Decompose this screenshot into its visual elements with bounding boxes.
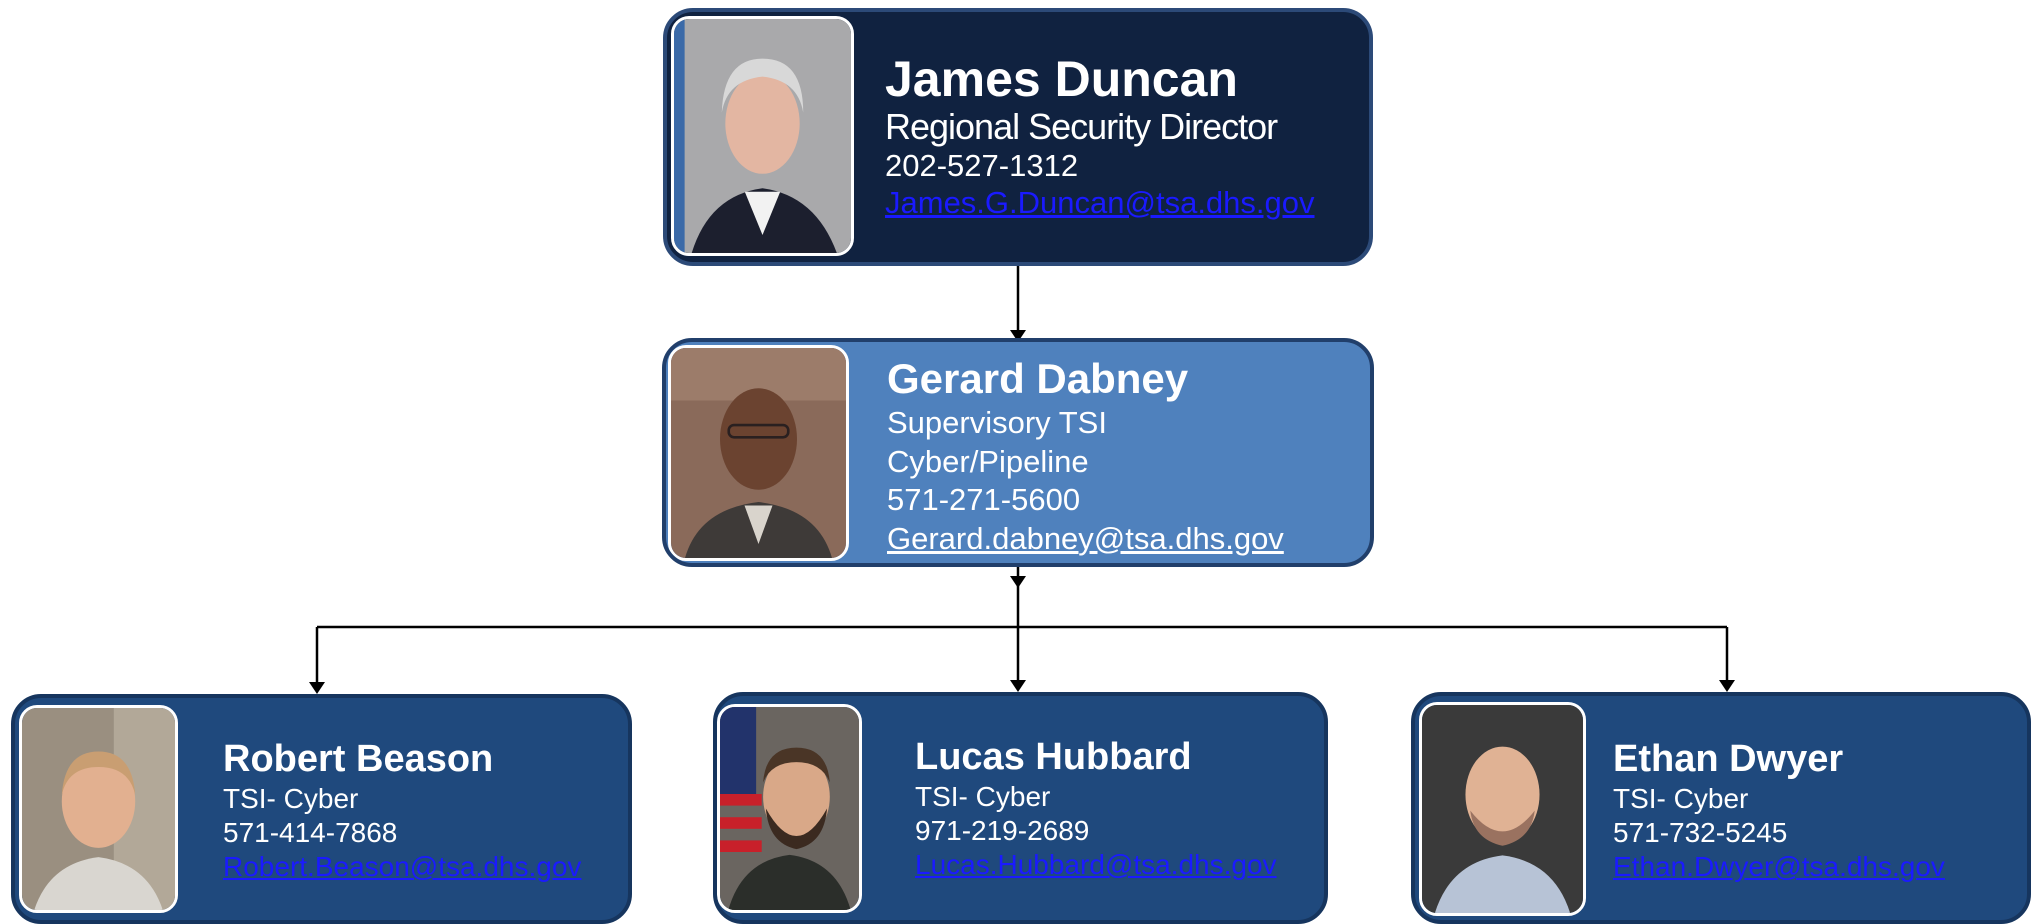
staff-email-link[interactable]: Lucas.Hubbard@tsa.dhs.gov bbox=[915, 849, 1277, 880]
arrowhead-supervisor-from-trunk bbox=[1010, 576, 1026, 588]
director-title: Regional Security Director bbox=[885, 106, 1278, 147]
supervisor-photo bbox=[668, 345, 849, 561]
arrowhead-lucas bbox=[1010, 680, 1026, 692]
staff-phone: 571-732-5245 bbox=[1613, 817, 1788, 848]
staff-name: Ethan Dwyer bbox=[1613, 738, 1844, 780]
staff-photo-ethan-dwyer bbox=[1419, 702, 1586, 916]
staff-email-link[interactable]: Ethan.Dwyer@tsa.dhs.gov bbox=[1613, 851, 1945, 882]
supervisor-card: Gerard Dabney Supervisory TSI Cyber/Pipe… bbox=[662, 338, 1374, 567]
staff-info-robert-beason: Robert Beason TSI- Cyber 571-414-7868 Ro… bbox=[223, 736, 581, 884]
staff-phone: 571-414-7868 bbox=[223, 817, 398, 848]
staff-photo-robert-beason bbox=[19, 705, 178, 913]
arrowhead-ethan bbox=[1719, 680, 1735, 692]
staff-title: TSI- Cyber bbox=[915, 781, 1051, 812]
director-email-link[interactable]: James.G.Duncan@tsa.dhs.gov bbox=[885, 185, 1315, 220]
staff-phone: 971-219-2689 bbox=[915, 815, 1090, 846]
staff-title: TSI- Cyber bbox=[1613, 783, 1749, 814]
director-photo bbox=[671, 16, 854, 256]
staff-info-lucas-hubbard: Lucas Hubbard TSI- Cyber 971-219-2689 Lu… bbox=[915, 734, 1277, 882]
arrowhead-supervisor bbox=[1010, 330, 1026, 342]
director-info: James Duncan Regional Security Director … bbox=[885, 50, 1315, 220]
staff-photo-lucas-hubbard bbox=[717, 704, 862, 913]
supervisor-title: Supervisory TSI bbox=[887, 405, 1107, 440]
supervisor-info: Gerard Dabney Supervisory TSI Cyber/Pipe… bbox=[887, 354, 1284, 558]
supervisor-email-link[interactable]: Gerard.dabney@tsa.dhs.gov bbox=[887, 520, 1284, 556]
director-name: James Duncan bbox=[885, 51, 1238, 107]
staff-name: Robert Beason bbox=[223, 738, 494, 780]
staff-name: Lucas Hubbard bbox=[915, 736, 1192, 778]
supervisor-name: Gerard Dabney bbox=[887, 355, 1189, 402]
staff-email-link[interactable]: Robert.Beason@tsa.dhs.gov bbox=[223, 851, 582, 882]
staff-card-ethan-dwyer: Ethan Dwyer TSI- Cyber 571-732-5245 Etha… bbox=[1411, 692, 2031, 924]
arrowhead-robert bbox=[309, 682, 325, 694]
staff-card-lucas-hubbard: Lucas Hubbard TSI- Cyber 971-219-2689 Lu… bbox=[713, 692, 1328, 924]
staff-title: TSI- Cyber bbox=[223, 783, 359, 814]
supervisor-unit: Cyber/Pipeline bbox=[887, 443, 1089, 479]
staff-info-ethan-dwyer: Ethan Dwyer TSI- Cyber 571-732-5245 Etha… bbox=[1613, 736, 1945, 884]
director-card: James Duncan Regional Security Director … bbox=[663, 8, 1373, 266]
staff-card-robert-beason: Robert Beason TSI- Cyber 571-414-7868 Ro… bbox=[11, 694, 632, 924]
director-phone: 202-527-1312 bbox=[885, 148, 1079, 183]
supervisor-phone: 571-271-5600 bbox=[887, 482, 1081, 517]
